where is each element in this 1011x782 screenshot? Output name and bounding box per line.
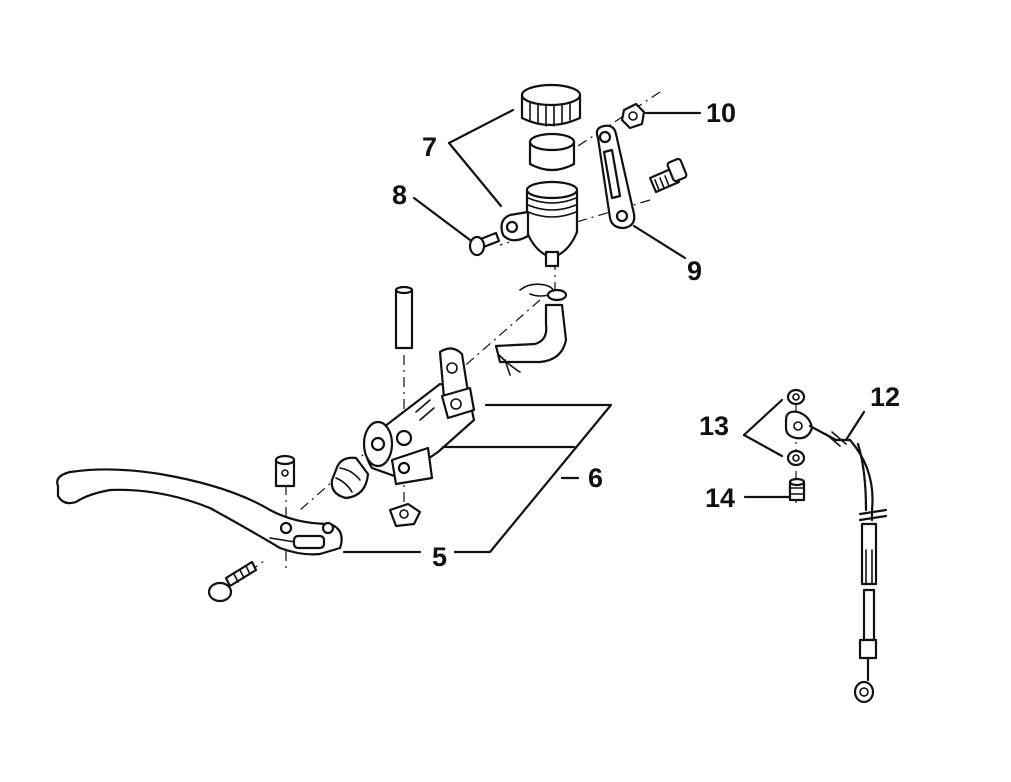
lever-bolt-part [207,560,258,603]
leader-8 [412,196,472,242]
leader-12 [844,410,866,442]
callout-9: 9 [687,256,702,286]
leader-lines [342,108,866,554]
lever-bracket-part [440,386,476,420]
callout-14: 14 [705,483,735,513]
bracket-plate-part-9 [595,124,636,230]
brake-hose-part [494,303,568,376]
axis-line-10 [574,91,661,149]
leader-9 [632,224,687,260]
leader-6-top [453,403,613,554]
reservoir-body-part [500,180,579,268]
screw-part-8 [468,231,501,257]
pivot-bush-part [274,454,296,488]
callout-7: 7 [422,132,437,162]
leader-7-cap [447,108,515,145]
callout-12: 12 [870,382,900,412]
reservoir-sleeve-part [528,132,576,172]
callout-5: 5 [432,542,447,572]
callout-13: 13 [699,411,729,441]
callout-8: 8 [392,180,407,210]
hose-clip-part [519,283,568,302]
nut-part-10 [620,102,646,130]
leader-13-b [742,433,784,458]
callout-6: 6 [588,463,603,493]
brake-lever-part-5 [56,468,343,556]
cable-part-12 [808,424,888,704]
pivot-pin-part [394,285,414,350]
dust-boot-part [330,456,370,500]
callout-labels: 5 6 7 8 9 10 12 13 14 [392,98,900,572]
cable-fitting-part-13 [784,388,814,467]
callout-10: 10 [706,98,736,128]
leader-7-body [447,141,503,208]
reservoir-cap-part [520,83,582,127]
bolt-part-9 [648,157,688,194]
banjo-bolt-part-14 [788,477,806,502]
retaining-clip-part [388,502,422,528]
leader-13-a [742,398,784,437]
